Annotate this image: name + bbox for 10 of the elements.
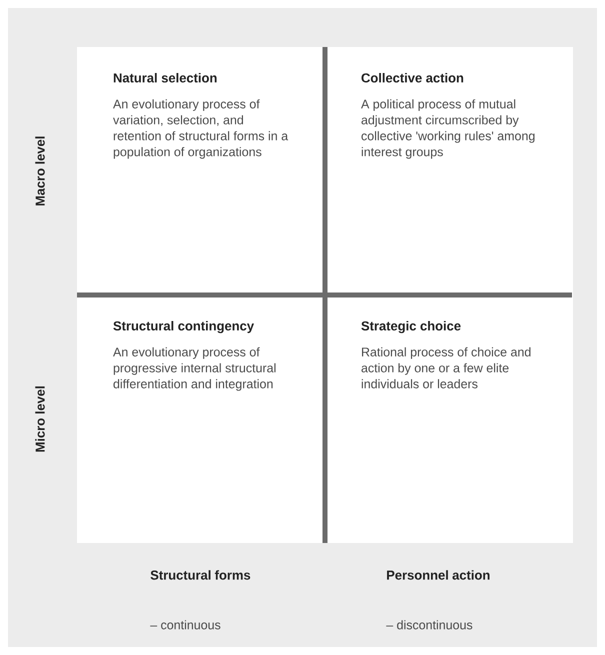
quadrant-box: Structural contingency An evolutionary process of progressive internal structural differentiation and integration	[77, 295, 325, 543]
column-label: Personnel action	[387, 570, 490, 580]
column-note: – discontinuous	[386, 620, 472, 630]
axis-label: Micro level	[35, 386, 45, 452]
axis-label: Macro level	[35, 136, 45, 206]
column-label: Structural forms	[150, 570, 250, 580]
column-note: – continuous	[150, 620, 220, 630]
quadrant-box: Collective action A political process of mutual adjustment circumscribed by collective 'working rules' among interest groups	[325, 47, 573, 295]
quadrant-box: Strategic choice Rational process of choice and action by one or a few elite individuals or leaders	[325, 295, 573, 543]
quadrant-box: Natural selection An evolutionary process of variation, selection, and retention of structural forms in a population of organizations	[77, 47, 325, 295]
